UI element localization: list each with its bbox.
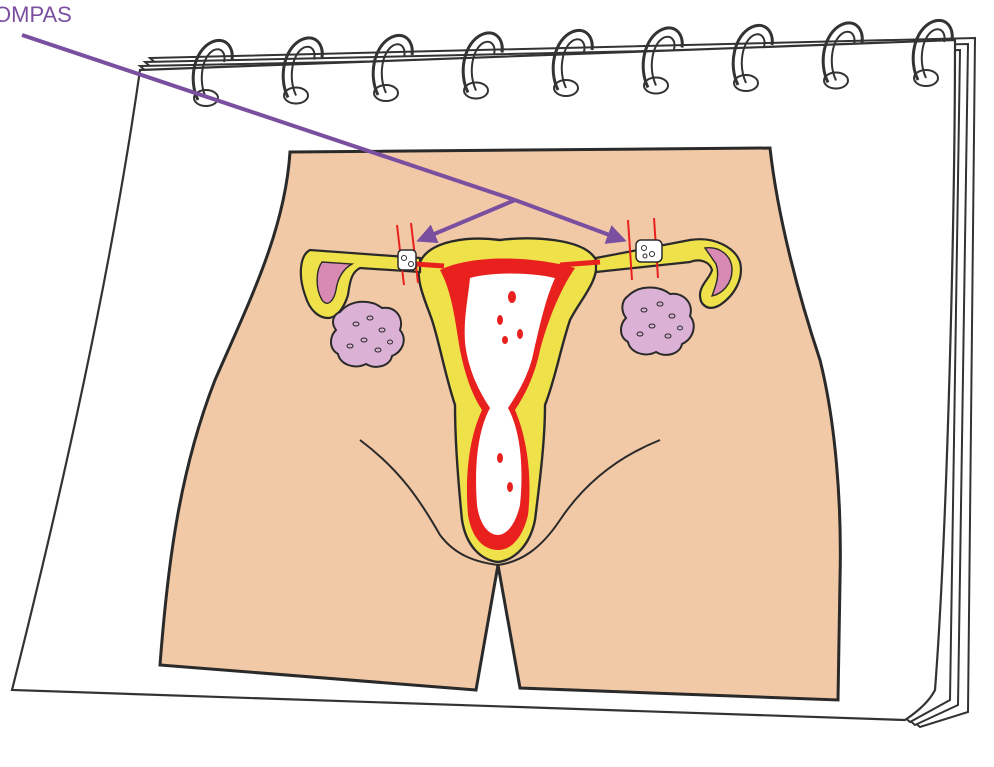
procedure-label: OMPAS: [0, 2, 72, 27]
right-ovary: [621, 288, 694, 355]
